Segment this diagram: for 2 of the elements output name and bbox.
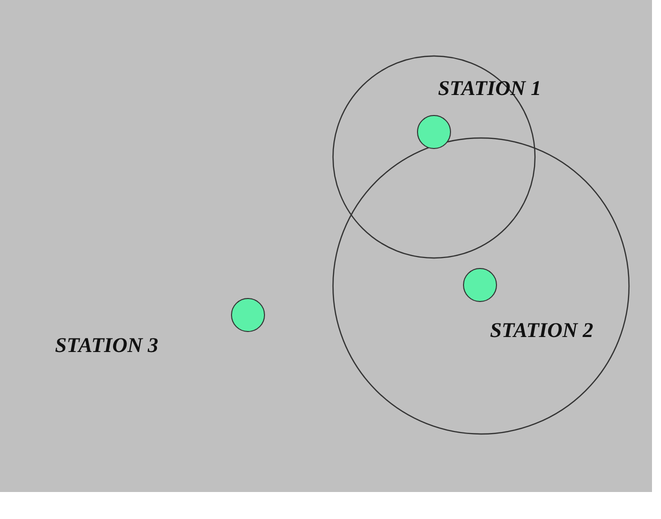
station-label: STATION 3: [55, 333, 158, 358]
station-label: STATION 2: [490, 318, 594, 343]
